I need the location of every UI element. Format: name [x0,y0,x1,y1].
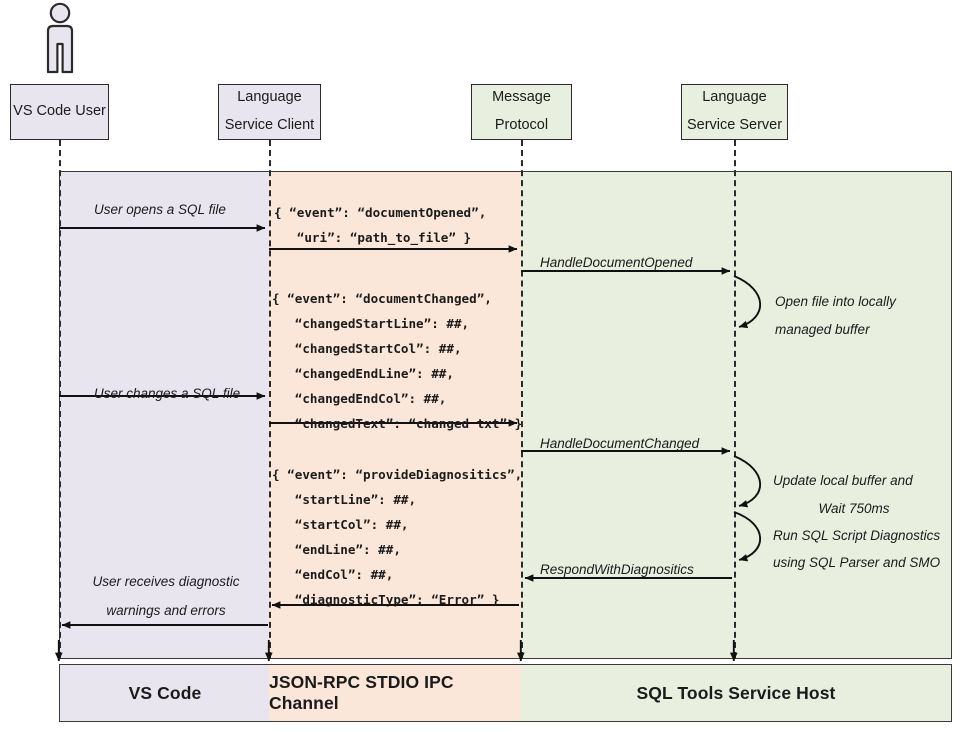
lane-footer-label: JSON-RPC STDIO IPC Channel [269,672,454,713]
participant-label-line1: Message [492,89,551,106]
lane-footer-service-host: SQL Tools Service Host [521,664,952,722]
label-open-file-buffer-line2: managed buffer [775,322,870,337]
label-open-file-buffer-line1: Open file into locally [775,294,896,309]
lane-footer-vs-code: VS Code [59,664,270,722]
participant-vs-code-user[interactable]: VS Code User [10,84,109,140]
participant-language-service-client[interactable]: Language Service Client [218,84,321,140]
participant-language-service-server[interactable]: Language Service Server [681,84,788,140]
actor-person-icon [34,2,86,78]
payload-provide-diagnositics: { “event”: “provideDiagnositics”, “start… [272,467,523,607]
participant-label-line2: Service Server [686,117,783,133]
label-handle-document-changed: HandleDocumentChanged [540,436,700,451]
lifeline-vs-code-user [58,140,61,658]
lane-footer-label: VS Code [128,682,202,703]
payload-document-opened: { “event”: “documentOpened”, “uri”: “pat… [274,205,487,245]
lane-footer-label: SQL Tools Service Host [636,682,836,703]
participant-label-line1: VS Code User [13,103,106,120]
participant-label-line1: Language [702,89,767,106]
lane-band-service-host [521,171,952,659]
label-run-diagnostics-line2: using SQL Parser and SMO [773,555,941,570]
participant-message-protocol[interactable]: Message Protocol [471,84,572,140]
label-respond-with-diagnositics: RespondWithDiagnositics [540,562,694,577]
participant-label-line2: Protocol [494,117,549,133]
label-user-receives-diagnostics-line1: User receives diagnostic [92,574,240,589]
lifeline-language-service-client [268,140,271,658]
label-update-buffer-wait-line1: Update local buffer and [773,473,913,488]
label-user-receives-diagnostics-line2: warnings and errors [106,603,226,618]
participant-label-line2: Service Client [224,117,315,133]
label-user-changes-sql-file: User changes a SQL file [94,386,241,401]
lane-band-ipc-channel [269,171,522,659]
participant-label-line1: Language [237,89,302,106]
lifeline-language-service-server [733,140,736,658]
lane-footer-ipc-channel: JSON-RPC STDIO IPC Channel [269,664,522,722]
lifeline-message-protocol [520,140,523,658]
payload-document-changed: { “event”: “documentChanged”, “changedSt… [272,291,523,431]
lane-band-vscode [59,171,270,659]
label-run-diagnostics-line1: Run SQL Script Diagnostics [773,528,941,543]
label-update-buffer-wait-line2: Wait 750ms [818,501,890,516]
label-user-opens-sql-file: User opens a SQL file [94,202,226,217]
label-handle-document-opened: HandleDocumentOpened [540,255,693,270]
